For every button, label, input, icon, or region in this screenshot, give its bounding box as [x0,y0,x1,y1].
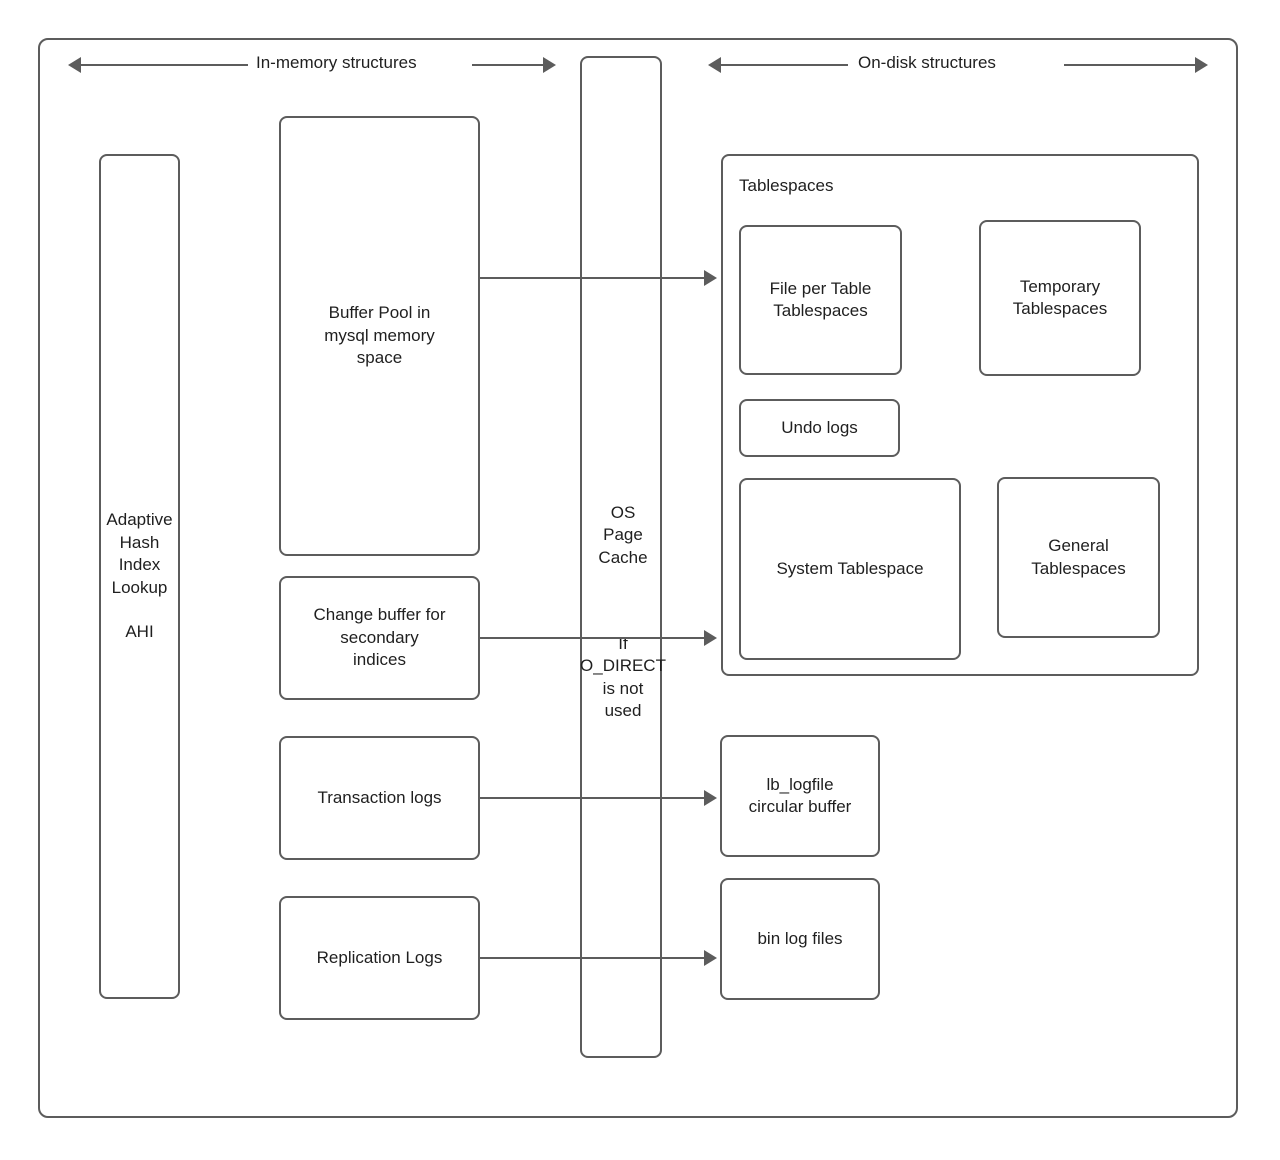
node-undo-logs-label: Undo logs [781,417,858,437]
node-file-per-table-tablespaces-label: File per Table Tablespaces [769,278,872,320]
node-temporary-tablespaces-label: Temporary Tablespaces [1012,276,1108,318]
connector-buffer-pool-arrow-icon [704,270,717,286]
band-label-on-disk: On-disk structures [858,53,996,72]
node-change-buffer-label: Change buffer for secondary indices [313,605,446,670]
node-system-tablespace[interactable]: System Tablespace [739,478,961,660]
in-memory-right-line [472,64,544,66]
node-replication-logs-label: Replication Logs [316,947,443,967]
node-replication-logs[interactable]: Replication Logs [279,896,480,1020]
node-bin-log-files-label: bin log files [757,928,843,948]
connector-change-buffer-arrow-icon [704,630,717,646]
node-temporary-tablespaces[interactable]: Temporary Tablespaces [979,220,1141,376]
node-ib-logfile[interactable]: lb_logfile circular buffer [720,735,880,857]
group-tablespaces-title: Tablespaces [739,176,834,195]
node-general-tablespaces-label: General Tablespaces [1031,536,1126,578]
in-memory-left-arrow-icon [68,57,81,73]
on-disk-left-arrow-icon [708,57,721,73]
connector-transaction-logs-arrow-icon [704,790,717,806]
node-os-page-cache-note: If O_DIRECT is not used [580,634,666,721]
node-undo-logs[interactable]: Undo logs [739,399,900,457]
on-disk-right-line [1064,64,1196,66]
node-os-page-cache-label: OS Page Cache [598,503,648,567]
connector-replication-logs-to-bin-log-files [480,957,706,959]
on-disk-left-line [720,64,848,66]
node-buffer-pool[interactable]: Buffer Pool in mysql memory space [279,116,480,556]
in-memory-left-line [80,64,248,66]
connector-transaction-logs-to-ib-logfile [480,797,706,799]
node-buffer-pool-label: Buffer Pool in mysql memory space [324,303,435,368]
node-os-page-cache[interactable]: OS Page Cache If O_DIRECT is not used [580,56,666,1058]
node-system-tablespace-label: System Tablespace [776,558,924,578]
connector-buffer-pool-to-file-per-table [480,277,706,279]
node-change-buffer[interactable]: Change buffer for secondary indices [279,576,480,700]
band-label-in-memory: In-memory structures [256,53,417,72]
on-disk-right-arrow-icon [1195,57,1208,73]
node-transaction-logs[interactable]: Transaction logs [279,736,480,860]
node-general-tablespaces[interactable]: General Tablespaces [997,477,1160,638]
node-file-per-table-tablespaces[interactable]: File per Table Tablespaces [739,225,902,375]
node-ib-logfile-label: lb_logfile circular buffer [748,774,852,816]
node-transaction-logs-label: Transaction logs [317,787,442,807]
node-adaptive-hash-index-label: Adaptive Hash Index Lookup AHI [106,510,173,642]
in-memory-right-arrow-icon [543,57,556,73]
node-adaptive-hash-index[interactable]: Adaptive Hash Index Lookup AHI [99,154,180,999]
node-bin-log-files[interactable]: bin log files [720,878,880,1000]
connector-change-buffer-to-system-tablespace [480,637,706,639]
diagram-outer-frame [38,38,1238,1118]
connector-replication-logs-arrow-icon [704,950,717,966]
